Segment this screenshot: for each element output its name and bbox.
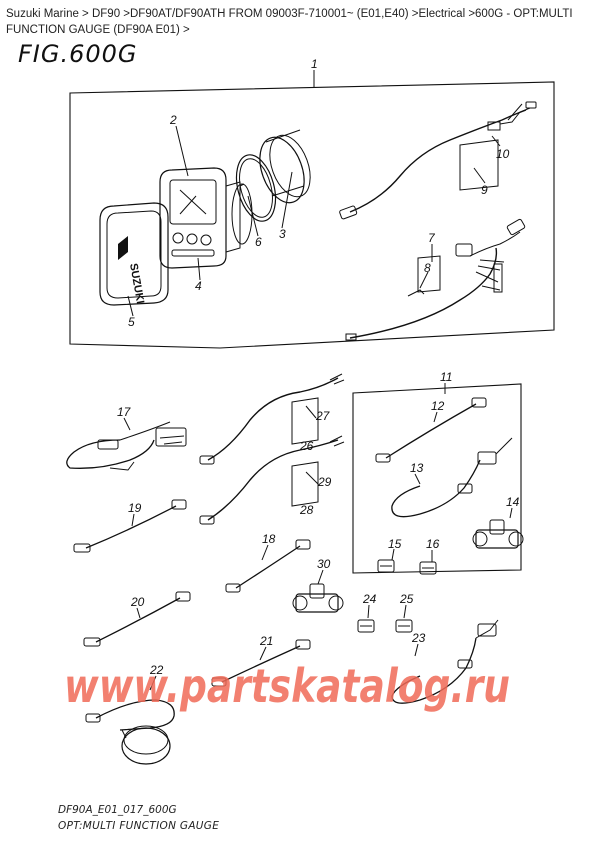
kit-box-11	[352, 383, 522, 574]
callout-14: 14	[506, 495, 520, 509]
callout-17: 17	[117, 405, 132, 419]
callout-21: 21	[259, 634, 273, 648]
gauge-logo-text: SUZUKI	[127, 262, 146, 304]
harness-28	[199, 435, 345, 525]
callout-12: 12	[431, 399, 445, 413]
cable-20	[83, 591, 191, 647]
o-ring-6	[235, 154, 277, 222]
callout-11: 11	[440, 370, 452, 384]
harness-26	[199, 373, 345, 465]
callout-30: 30	[317, 557, 331, 571]
terminator-25	[395, 619, 413, 633]
terminator-24	[357, 619, 375, 633]
callout-6: 6	[255, 235, 262, 249]
t-connector-14	[472, 519, 524, 549]
drawing-code: DF90A_E01_017_600G	[58, 804, 177, 816]
callout-7: 7	[428, 231, 436, 245]
callout-4: 4	[195, 279, 202, 293]
callout-8: 8	[424, 261, 431, 275]
callout-5: 5	[128, 315, 135, 329]
callout-9: 9	[481, 183, 488, 197]
callout-27: 27	[315, 409, 331, 423]
callout-28: 28	[299, 503, 314, 517]
callout-18: 18	[262, 532, 276, 546]
terminator-16	[419, 561, 437, 575]
cable-23	[391, 619, 499, 704]
gauge-unit-4	[159, 167, 253, 269]
cable-12	[375, 397, 487, 463]
harness-9	[339, 101, 537, 220]
harness-7	[345, 218, 526, 341]
callout-23: 23	[411, 631, 426, 645]
callout-25: 25	[399, 592, 414, 606]
cable-17	[66, 421, 187, 471]
t-connector-30	[292, 583, 344, 613]
drawing-caption: OPT:MULTI FUNCTION GAUGE	[58, 820, 220, 832]
callout-10: 10	[496, 147, 510, 161]
kit-box-1	[69, 81, 555, 349]
callout-19: 19	[128, 501, 142, 515]
cable-19	[73, 499, 187, 553]
callout-13: 13	[410, 461, 424, 475]
callout-16: 16	[426, 537, 440, 551]
callout-26: 26	[299, 439, 314, 453]
callout-1: 1	[311, 57, 318, 71]
retaining-nut-3	[259, 129, 311, 204]
watermark: www.partskatalog.ru	[64, 659, 510, 713]
gauge-cover-5	[99, 202, 169, 306]
callout-2: 2	[169, 113, 177, 127]
callout-15: 15	[388, 537, 402, 551]
callout-3: 3	[279, 227, 286, 241]
callout-29: 29	[317, 475, 332, 489]
callout-20: 20	[130, 595, 145, 609]
cable-18	[225, 539, 311, 593]
callout-24: 24	[362, 592, 377, 606]
terminator-15	[377, 559, 395, 573]
breadcrumb[interactable]: Suzuki Marine > DF90 >DF90AT/DF90ATH FRO…	[6, 8, 573, 36]
figure-title: FIG.600G	[18, 40, 138, 68]
sensor-22	[85, 699, 175, 765]
cable-13	[391, 437, 513, 518]
cable-21	[211, 639, 311, 687]
callout-22: 22	[149, 663, 164, 677]
